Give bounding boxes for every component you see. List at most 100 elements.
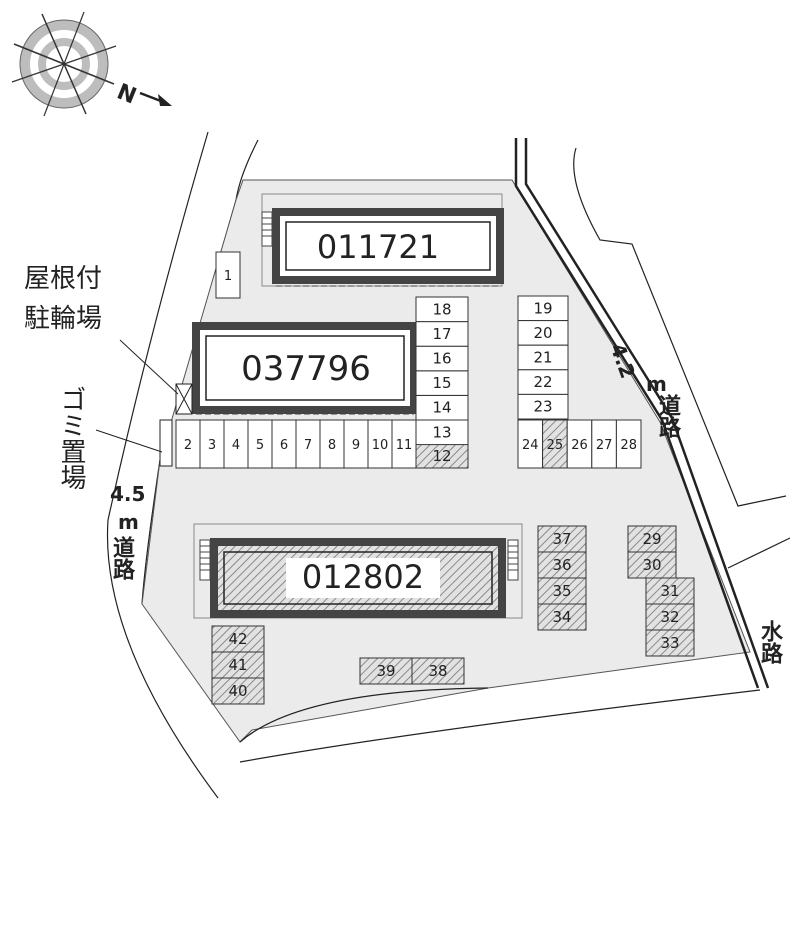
stairs-icon — [199, 539, 211, 581]
parking-space-label-17: 17 — [432, 325, 451, 343]
parking-space-34 — [537, 603, 587, 631]
parking-space-25 — [542, 419, 568, 469]
waterway-line-inner — [524, 138, 770, 689]
parking-space-label-28: 28 — [620, 438, 637, 453]
stairs-icon — [507, 539, 519, 581]
parking-space-28 — [615, 419, 642, 469]
parking-space-label-8: 8 — [328, 438, 336, 453]
parking-space-label-10: 10 — [372, 438, 389, 453]
parking-space-label-2: 2 — [184, 438, 192, 453]
parking-space-label-3: 3 — [208, 438, 216, 453]
road-left-width: 4.5 — [110, 482, 146, 506]
building-012802-label-bg — [286, 558, 440, 598]
parking-space-label-15: 15 — [432, 374, 451, 392]
parking-space-label-11: 11 — [396, 438, 413, 453]
building-012802-inner — [223, 551, 493, 605]
garbage-label: ゴミ置場 — [56, 386, 86, 490]
garbage-area — [159, 419, 173, 467]
parking-space-label-9: 9 — [352, 438, 360, 453]
parking-space-label-29: 29 — [642, 530, 661, 548]
parking-space-label-16: 16 — [432, 350, 451, 368]
parking-space-29 — [627, 525, 677, 553]
parking-space-label-12: 12 — [432, 447, 451, 465]
parking-space-7 — [295, 419, 321, 469]
garbage-leader — [95, 429, 163, 453]
parking-space-18 — [415, 296, 469, 323]
parking-space-39 — [359, 657, 413, 685]
parking-space-21 — [517, 344, 569, 371]
parking-space-26 — [566, 419, 593, 469]
road-left-name: 道路 — [109, 536, 134, 580]
parking-space-1 — [215, 251, 241, 299]
parking-space-35 — [537, 577, 587, 605]
road-right-name: 道路 — [655, 394, 680, 438]
parking-space-label-33: 33 — [660, 634, 679, 652]
parking-space-label-26: 26 — [571, 438, 588, 453]
parking-space-label-24: 24 — [522, 438, 539, 453]
parking-space-36 — [537, 551, 587, 579]
parking-space-38 — [411, 657, 465, 685]
parking-space-label-20: 20 — [533, 324, 552, 342]
building-012802-label: 012802 — [302, 558, 424, 596]
outside-curb — [239, 689, 761, 763]
parking-space-31 — [645, 577, 695, 605]
waterway-line-outer — [514, 138, 760, 689]
parking-space-22 — [517, 369, 569, 395]
parking-space-17 — [415, 321, 469, 347]
parking-space-14 — [415, 394, 469, 421]
bike-shelter-label-line2: 駐輪場 — [24, 304, 103, 334]
lot-lower-edge — [239, 687, 489, 743]
right-lower-edge — [727, 537, 791, 569]
parking-space-label-5: 5 — [256, 438, 264, 453]
parking-space-label-6: 6 — [280, 438, 288, 453]
parking-space-label-36: 36 — [552, 556, 571, 574]
parking-space-label-19: 19 — [533, 299, 552, 317]
parking-space-label-22: 22 — [533, 373, 552, 391]
parking-space-label-7: 7 — [304, 438, 312, 453]
parking-space-label-40: 40 — [228, 682, 247, 700]
parking-space-label-41: 41 — [228, 656, 247, 674]
parking-space-16 — [415, 345, 469, 372]
bike-shelter-label-line1: 屋根付 — [24, 264, 103, 294]
parking-space-label-14: 14 — [432, 399, 451, 417]
parking-space-15 — [415, 370, 469, 396]
parking-space-label-38: 38 — [428, 662, 447, 680]
parking-space-label-34: 34 — [552, 608, 571, 626]
waterway-label: 水路 — [757, 620, 782, 664]
road-left-unit: m — [118, 510, 139, 534]
parking-space-label-23: 23 — [533, 398, 552, 416]
parking-space-label-32: 32 — [660, 608, 679, 626]
parking-space-label-18: 18 — [432, 300, 451, 318]
parking-space-41 — [211, 651, 265, 679]
parking-space-11 — [391, 419, 417, 469]
bike-shelter-leader — [119, 339, 179, 395]
compass-north-label: N — [113, 80, 139, 110]
parking-space-13 — [415, 419, 469, 446]
parking-space-42 — [211, 625, 265, 653]
stairs-icon — [261, 211, 273, 247]
parking-space-label-25: 25 — [547, 438, 564, 453]
building-037796-label: 037796 — [241, 349, 371, 389]
building-011721-inner — [285, 221, 491, 271]
parking-space-label-35: 35 — [552, 582, 571, 600]
parking-space-19 — [517, 295, 569, 322]
building-011721-label: 011721 — [317, 228, 439, 266]
parking-space-9 — [343, 419, 369, 469]
parking-space-label-37: 37 — [552, 530, 571, 548]
parking-space-37 — [537, 525, 587, 553]
parking-space-label-31: 31 — [660, 582, 679, 600]
parking-space-label-27: 27 — [596, 438, 613, 453]
parking-space-33 — [645, 629, 695, 657]
parking-space-label-39: 39 — [376, 662, 395, 680]
parking-space-23 — [517, 393, 569, 420]
parking-space-label-30: 30 — [642, 556, 661, 574]
road-right-unit: m — [646, 372, 667, 396]
left-road-outer-edge — [106, 131, 219, 799]
parking-space-10 — [367, 419, 393, 469]
parking-space-label-13: 13 — [432, 423, 451, 441]
north-arrow-icon — [139, 91, 172, 106]
parking-space-32 — [645, 603, 695, 631]
parking-space-label-4: 4 — [232, 438, 240, 453]
